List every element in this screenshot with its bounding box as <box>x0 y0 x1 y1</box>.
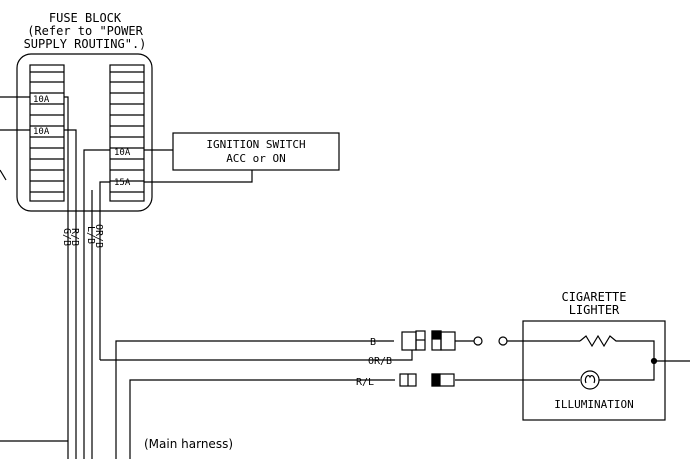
lighter-title-line-2: LIGHTER <box>569 303 620 317</box>
wire-fuse4-to-ignition <box>144 170 253 183</box>
ignition-switch-line-2: ACC or ON <box>226 152 286 165</box>
ignition-switch-line-1: IGNITION SWITCH <box>206 138 305 151</box>
wire-label-r-b: R/B <box>69 228 80 246</box>
fuse-block-title-line-3: SUPPLY ROUTING".) <box>24 37 147 51</box>
fuse-block-title-line-2: (Refer to "POWER <box>27 24 143 38</box>
illumination-lamp <box>580 370 600 390</box>
fuse-label-4: 15A <box>114 178 131 188</box>
wire-b <box>115 340 394 459</box>
wire-label-r-l: R/L <box>356 377 374 388</box>
lighter-heating-element <box>579 334 655 361</box>
connector-male-upper <box>401 330 426 351</box>
terminal-2 <box>498 336 508 346</box>
connector-female-lower <box>431 373 455 387</box>
harness-caption: (Main harness) <box>144 437 233 451</box>
wire-l-b <box>83 149 110 459</box>
wire-or-b <box>99 181 110 360</box>
wire-or-b-horizontal <box>100 350 413 361</box>
wire-label-b: B <box>370 337 376 348</box>
fuse-block-title-line-1: FUSE BLOCK <box>49 11 122 25</box>
wire-r-l <box>129 379 395 459</box>
cigarette-lighter-box <box>522 320 666 421</box>
connector-male-lower <box>399 373 417 387</box>
lighter-title-line-1: CIGARETTE <box>561 290 626 304</box>
fuse-column-right <box>109 64 145 202</box>
wire-label-g-b: G/B <box>61 228 72 246</box>
fuse-column-left <box>29 64 65 202</box>
wire-g-b <box>64 96 69 459</box>
connector-female-upper <box>431 330 456 351</box>
illumination-label: ILLUMINATION <box>554 398 633 411</box>
lead-left-stub <box>0 169 7 181</box>
fuse-label-1: 10A <box>33 95 50 105</box>
fuse-label-2: 10A <box>33 127 50 137</box>
wire-illumination-to-junction <box>599 361 655 381</box>
wire-label-or-b-horizontal: OR/B <box>368 356 392 367</box>
wire-r-b <box>64 129 77 459</box>
ignition-switch-box <box>172 132 340 171</box>
wire-label-l-b: L/B <box>85 226 96 244</box>
lamp-filament <box>584 374 596 384</box>
terminal-1 <box>473 336 483 346</box>
fuse-label-3: 10A <box>114 148 131 158</box>
wire-label-or-b: OR/B <box>93 224 104 248</box>
